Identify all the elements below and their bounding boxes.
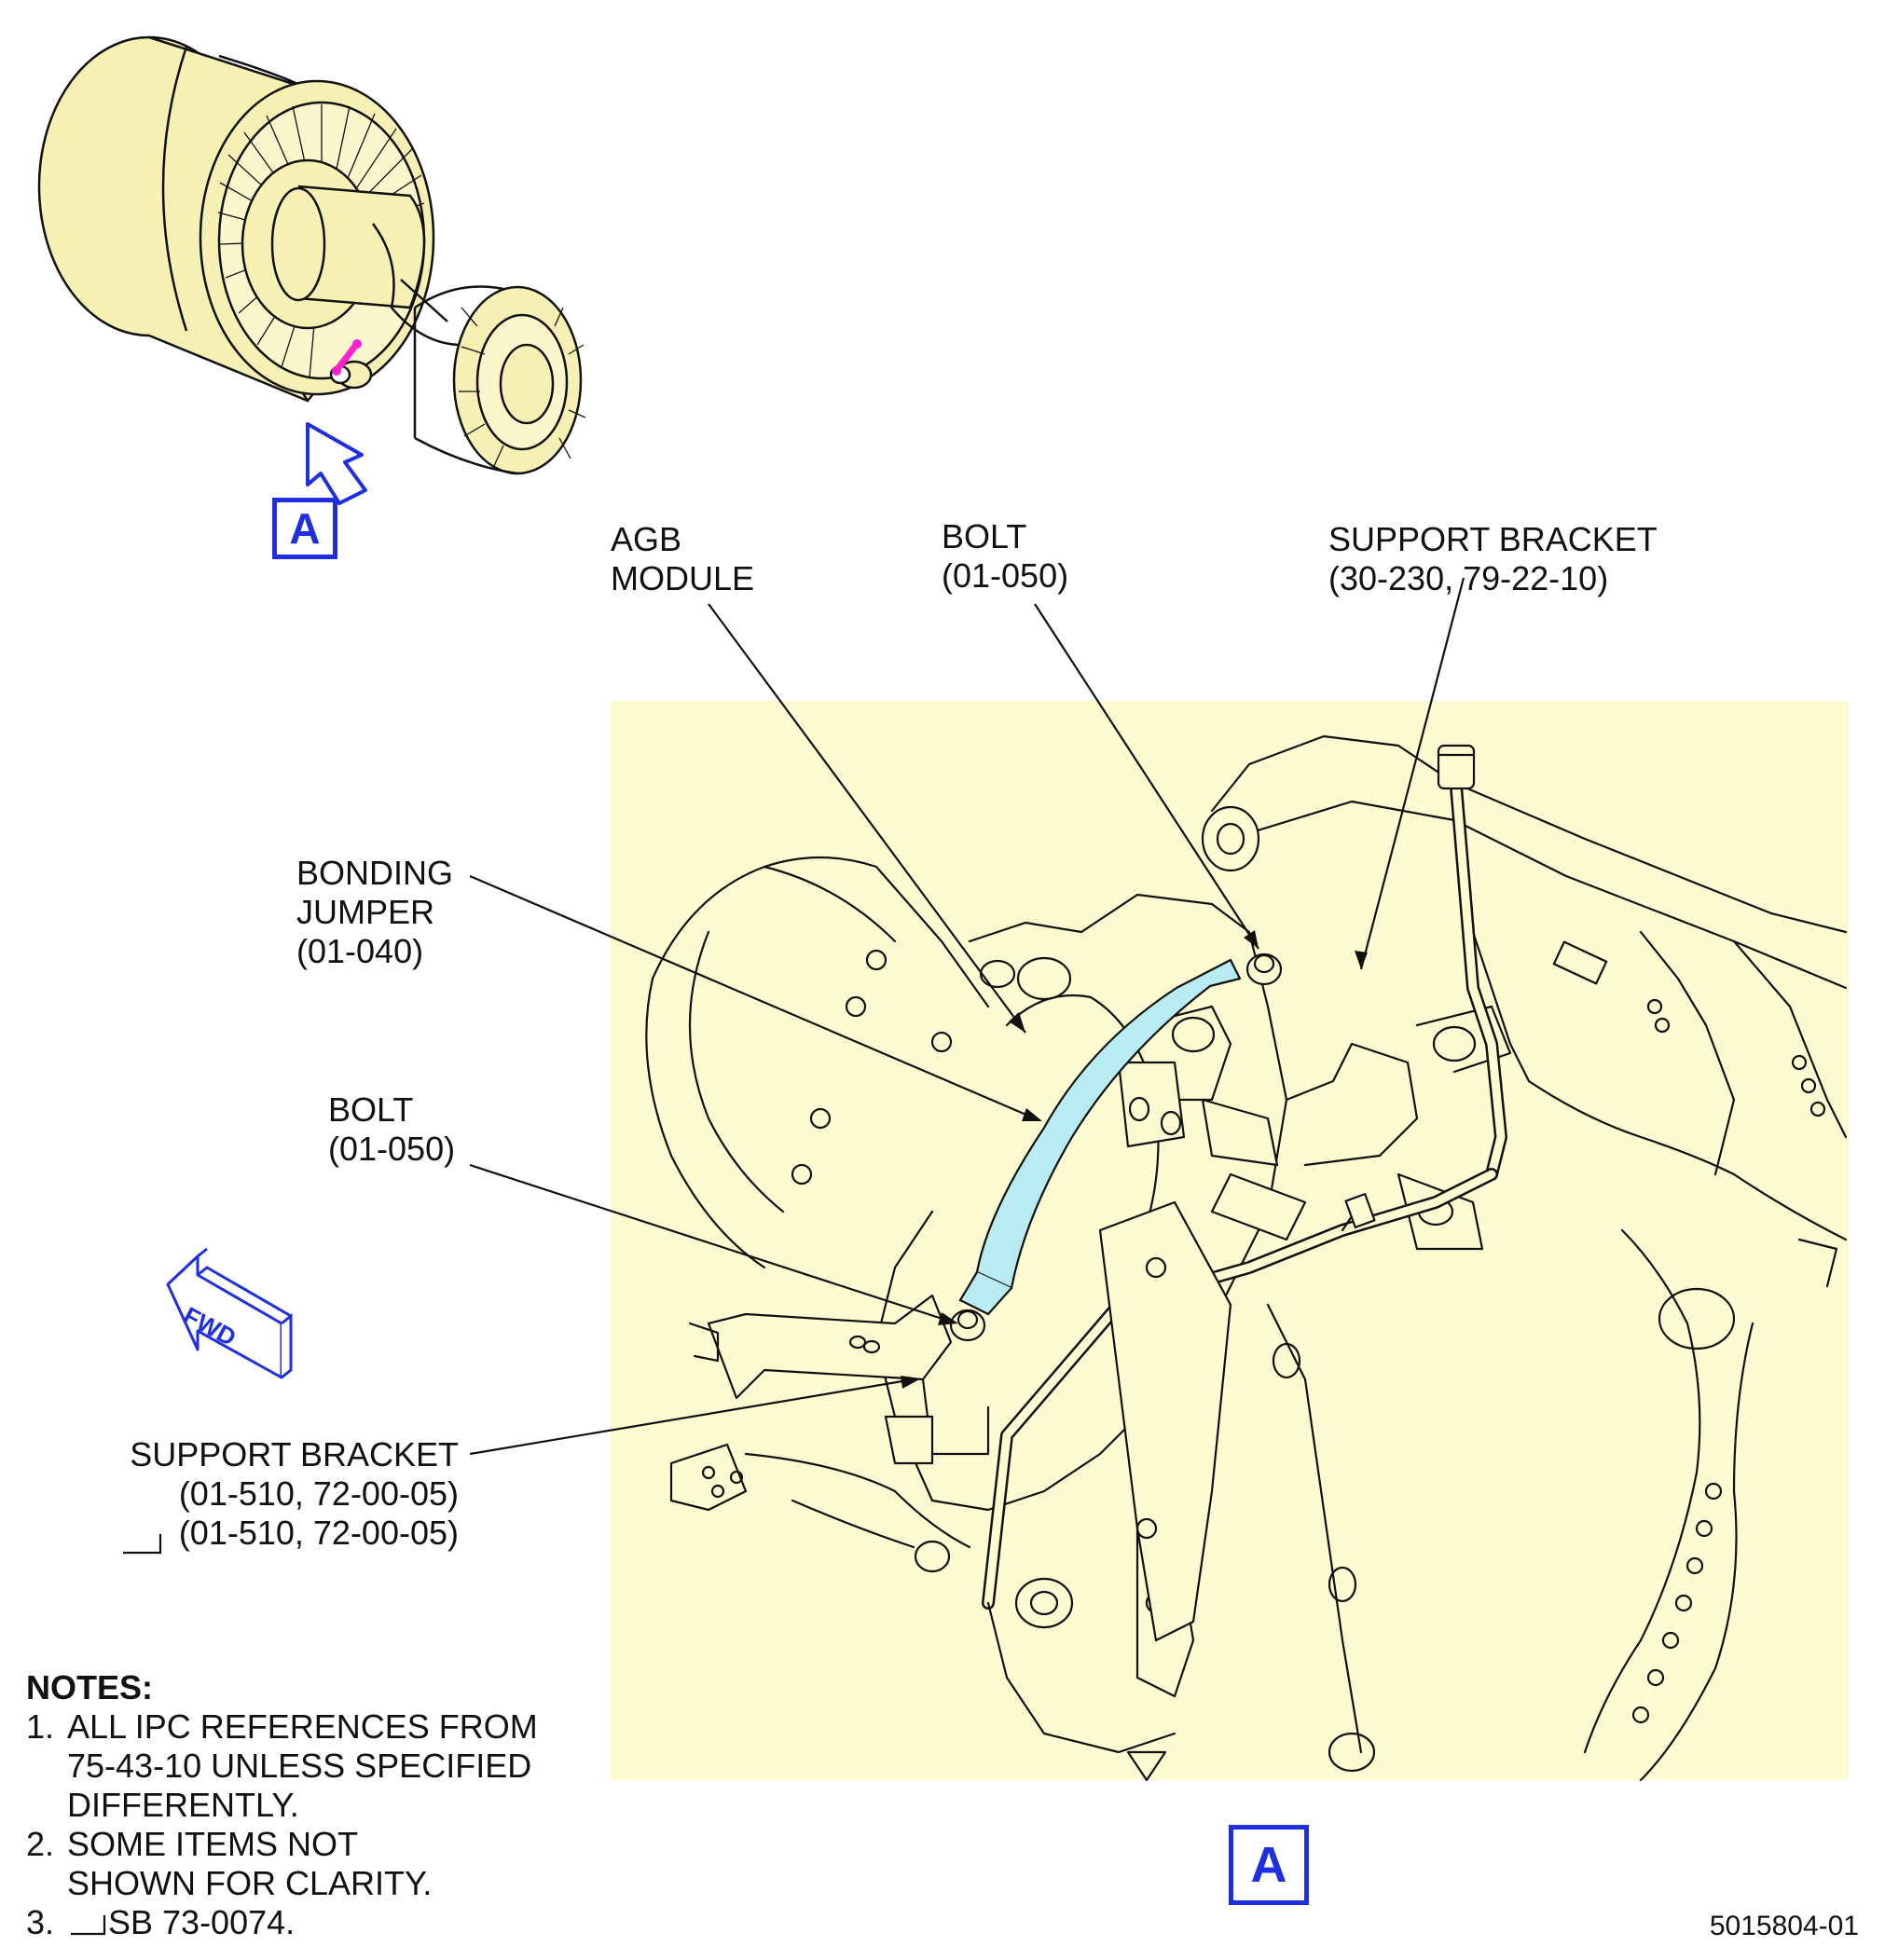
- view-tag-top: A: [272, 498, 337, 559]
- callout-line: (30-230, 79-22-10): [1328, 559, 1609, 597]
- note-item: 3. SB 73-0074.: [26, 1903, 538, 1942]
- leader-lines: [469, 577, 1465, 1456]
- callout-bolt-mid: BOLT (01-050): [328, 1090, 455, 1169]
- highlight-end-dot: [332, 366, 341, 376]
- callout-line: (01-050): [942, 556, 1069, 595]
- callout-line: JUMPER: [296, 893, 435, 931]
- delta-marker: [123, 1534, 162, 1555]
- bonding-jumper-shape: [958, 958, 1242, 1316]
- note-line: DIFFERENTLY.: [67, 1786, 299, 1824]
- notes-heading: NOTES:: [26, 1668, 154, 1706]
- note-line: ALL IPC REFERENCES FROM: [67, 1707, 538, 1746]
- detail-a-artwork: [645, 734, 1848, 1782]
- delta-icon: [71, 1915, 106, 1936]
- note-number: 2.: [26, 1825, 55, 1863]
- bonding-jumper-highlight: [334, 341, 360, 373]
- note-item: 2. SOME ITEMS NOT SHOWN FOR CLARITY.: [26, 1825, 538, 1903]
- callout-line: (01-050): [328, 1130, 456, 1168]
- note-item: 1. ALL IPC REFERENCES FROM 75-43-10 UNLE…: [26, 1707, 538, 1825]
- callout-line: SUPPORT BRACKET: [130, 1435, 459, 1473]
- view-tag-bottom: A: [1229, 1825, 1309, 1905]
- callout-line: BOLT: [942, 517, 1027, 555]
- bolt-top-shape: [1245, 953, 1283, 986]
- view-direction-arrow: [306, 422, 367, 505]
- callout-agb-module: AGB MODULE: [611, 520, 754, 598]
- highlight-end-dot: [352, 339, 362, 349]
- callout-line: (01-040): [296, 932, 424, 970]
- callout-support-bracket-bottom: SUPPORT BRACKET (01-510, 72-00-05) (01-5…: [93, 1435, 459, 1553]
- callout-line: (01-510, 72-00-05): [178, 1474, 459, 1513]
- leader-arrowheads: [901, 930, 1368, 1389]
- notes-block: NOTES: 1. ALL IPC REFERENCES FROM 75-43-…: [26, 1668, 538, 1942]
- note-text: SOME ITEMS NOT SHOWN FOR CLARITY.: [67, 1825, 432, 1903]
- note-line: SHOWN FOR CLARITY.: [67, 1864, 433, 1902]
- callout-support-bracket-top: SUPPORT BRACKET (30-230, 79-22-10): [1328, 520, 1658, 598]
- bolt-mid-shape: [949, 1309, 986, 1342]
- fwd-arrow: [166, 1247, 293, 1379]
- callout-line: (01-510, 72-00-05): [178, 1514, 459, 1552]
- note-line: SOME ITEMS NOT: [67, 1825, 359, 1863]
- callout-line: BOLT: [328, 1090, 414, 1129]
- callout-line: MODULE: [611, 559, 755, 597]
- figure-number: 5015804-01: [1709, 1911, 1859, 1941]
- note-text: SB 73-0074.: [67, 1903, 295, 1942]
- callout-bonding-jumper: BONDING JUMPER (01-040): [296, 854, 453, 971]
- callout-line: SUPPORT BRACKET: [1328, 520, 1658, 558]
- note-number: 3.: [26, 1903, 55, 1941]
- engine-overview: [37, 35, 586, 475]
- note-line: SB 73-0074.: [108, 1903, 296, 1941]
- callout-bolt-top: BOLT (01-050): [942, 517, 1068, 596]
- note-line: 75-43-10 UNLESS SPECIFIED: [67, 1747, 532, 1785]
- detail-a-panel: [611, 701, 1849, 1780]
- note-text: ALL IPC REFERENCES FROM 75-43-10 UNLESS …: [67, 1707, 538, 1825]
- note-number: 1.: [26, 1707, 55, 1746]
- callout-line: BONDING: [296, 854, 454, 892]
- callout-line: AGB: [611, 520, 682, 558]
